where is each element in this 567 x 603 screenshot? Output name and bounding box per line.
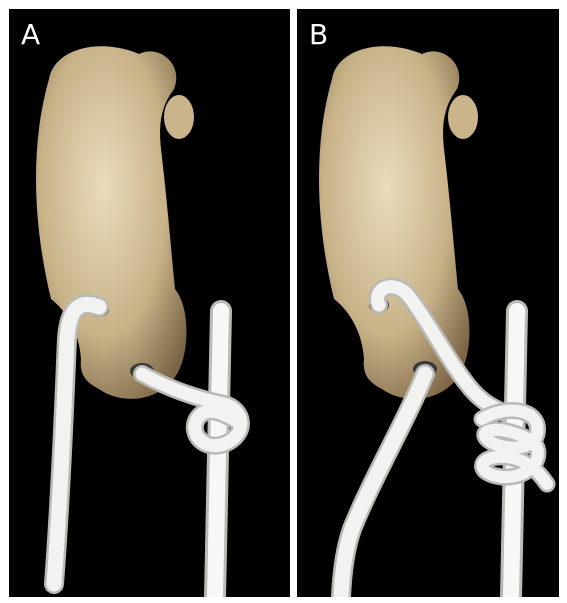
panel-label-b: B (309, 21, 328, 49)
panel-b: B (297, 9, 559, 597)
panel-a-image (9, 9, 290, 597)
panel-a: A (9, 9, 290, 597)
bone (319, 46, 478, 399)
condyle (164, 95, 194, 139)
condyle (448, 95, 478, 139)
panel-label-a: A (21, 21, 40, 49)
panel-b-image (297, 9, 559, 597)
